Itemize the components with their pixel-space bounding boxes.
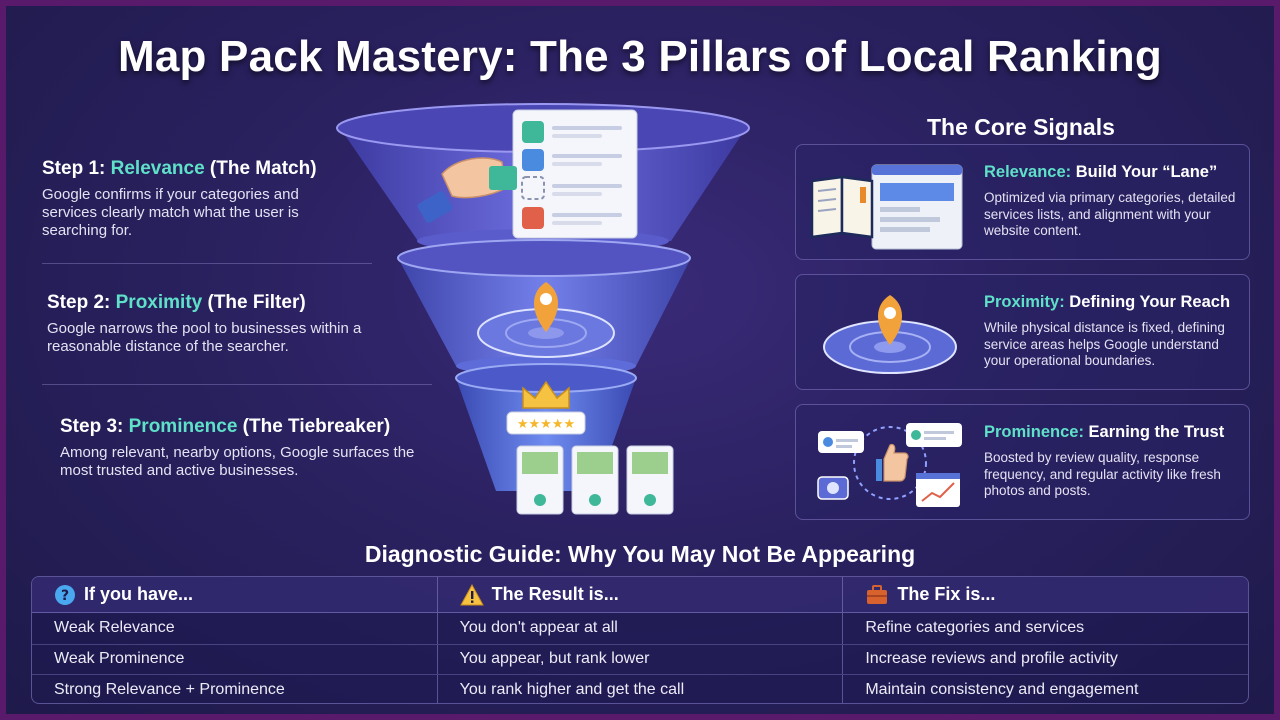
table-row: Weak Relevance You don't appear at all R… [32, 613, 1248, 644]
table-row: Weak Prominence You appear, but rank low… [32, 643, 1248, 674]
signal-description: While physical distance is fixed, defini… [984, 320, 1225, 368]
signal-text: Relevance: Build Your “Lane” Optimized v… [984, 163, 1246, 240]
warning-icon [459, 583, 484, 605]
table-cell: Increase reviews and profile activity [842, 644, 1248, 674]
thumbs-up-network-icon [817, 423, 962, 507]
page-title: Map Pack Mastery: The 3 Pillars of Local… [118, 32, 1162, 81]
signal-pillar: Relevance: [984, 163, 1072, 181]
signal-description: Optimized via primary categories, detail… [984, 190, 1236, 238]
column-header-label: If you have... [84, 584, 194, 604]
step-relevance: Step 1: Relevance (The Match) Google con… [42, 158, 342, 240]
signal-card-relevance: Relevance: Build Your “Lane” Optimized v… [795, 144, 1250, 260]
diagnostic-table: ? If you have... The Result is... The [31, 576, 1249, 704]
signal-card-prominence: Prominence: Earning the Trust Boosted by… [795, 404, 1250, 520]
five-star-rating-icon: ★★★★★ [506, 411, 586, 435]
signal-heading: Proximity: Defining Your Reach [984, 293, 1246, 312]
step-suffix: (The Filter) [202, 292, 306, 313]
signal-heading-text: Defining Your Reach [1064, 293, 1231, 311]
map-pin-icon [477, 282, 615, 358]
question-icon: ? [55, 584, 75, 605]
step-text: Google confirms if your categories and s… [42, 186, 299, 239]
svg-text:★★★★★: ★★★★★ [517, 417, 575, 432]
table-cell: You don't appear at all [436, 613, 843, 644]
services-card [512, 109, 638, 239]
signal-heading: Prominence: Earning the Trust [984, 423, 1246, 442]
step-pillar: Prominence [128, 416, 238, 437]
step-prefix: Step 2: [47, 292, 116, 313]
table-cell: Strong Relevance + Prominence [54, 680, 285, 698]
step-heading: Step 2: Proximity (The Filter) [47, 292, 387, 314]
listing-cards [516, 445, 674, 515]
infographic: Map Pack Mastery: The 3 Pillars of Local… [6, 6, 1274, 714]
toolbox-icon [867, 584, 888, 604]
signal-heading: Relevance: Build Your “Lane” [984, 163, 1246, 182]
step-heading: Step 3: Prominence (The Tiebreaker) [60, 416, 430, 438]
crown-icon [522, 380, 570, 409]
step-pillar: Proximity [115, 292, 203, 313]
table-row: Strong Relevance + Prominence You rank h… [32, 674, 1248, 703]
funnel-illustration: ★★★★★ [336, 103, 750, 515]
column-header-label: The Fix is... [897, 584, 996, 604]
signal-text: Proximity: Defining Your Reach While phy… [984, 293, 1246, 370]
table-cell: Weak Prominence [54, 650, 185, 668]
step-proximity: Step 2: Proximity (The Filter) Google na… [47, 292, 387, 356]
table-cell: You appear, but rank lower [436, 644, 843, 674]
table-cell: Weak Relevance [54, 619, 175, 637]
step-divider [42, 263, 372, 264]
signal-description: Boosted by review quality, response freq… [984, 450, 1221, 498]
column-header-label: The Result is... [491, 584, 619, 604]
signal-card-proximity: Proximity: Defining Your Reach While phy… [795, 274, 1250, 390]
step-suffix: (The Match) [204, 158, 317, 179]
step-suffix: (The Tiebreaker) [237, 416, 391, 437]
signal-heading-text: Build Your “Lane” [1071, 163, 1218, 181]
table-header: ? If you have... The Result is... The [32, 577, 1248, 613]
step-text: Google narrows the pool to businesses wi… [47, 320, 362, 355]
signal-text: Prominence: Earning the Trust Boosted by… [984, 423, 1246, 500]
step-pillar: Relevance [110, 158, 205, 179]
step-divider [42, 384, 432, 385]
book-and-website-icon [810, 164, 963, 250]
hand-puzzle-icon [417, 157, 517, 223]
map-pin-icon [823, 295, 957, 374]
column-header-result: The Result is... [436, 577, 843, 612]
diagnostic-title: Diagnostic Guide: Why You May Not Be App… [364, 541, 916, 567]
step-heading: Step 1: Relevance (The Match) [42, 158, 342, 180]
step-prominence: Step 3: Prominence (The Tiebreaker) Amon… [60, 416, 430, 480]
table-cell: Maintain consistency and engagement [842, 675, 1248, 703]
column-header-fix: The Fix is... [842, 577, 1248, 612]
step-prefix: Step 1: [42, 158, 111, 179]
step-prefix: Step 3: [60, 416, 129, 437]
signal-pillar: Prominence: [984, 423, 1084, 441]
table-cell: You rank higher and get the call [436, 675, 843, 703]
signal-pillar: Proximity: [984, 293, 1065, 311]
column-header-condition: ? If you have... [32, 577, 437, 612]
signals-title: The Core Signals [927, 114, 1115, 140]
step-text: Among relevant, nearby options, Google s… [60, 444, 415, 479]
signal-heading-text: Earning the Trust [1083, 423, 1225, 441]
table-cell: Refine categories and services [842, 613, 1248, 644]
svg-text:?: ? [61, 588, 69, 604]
